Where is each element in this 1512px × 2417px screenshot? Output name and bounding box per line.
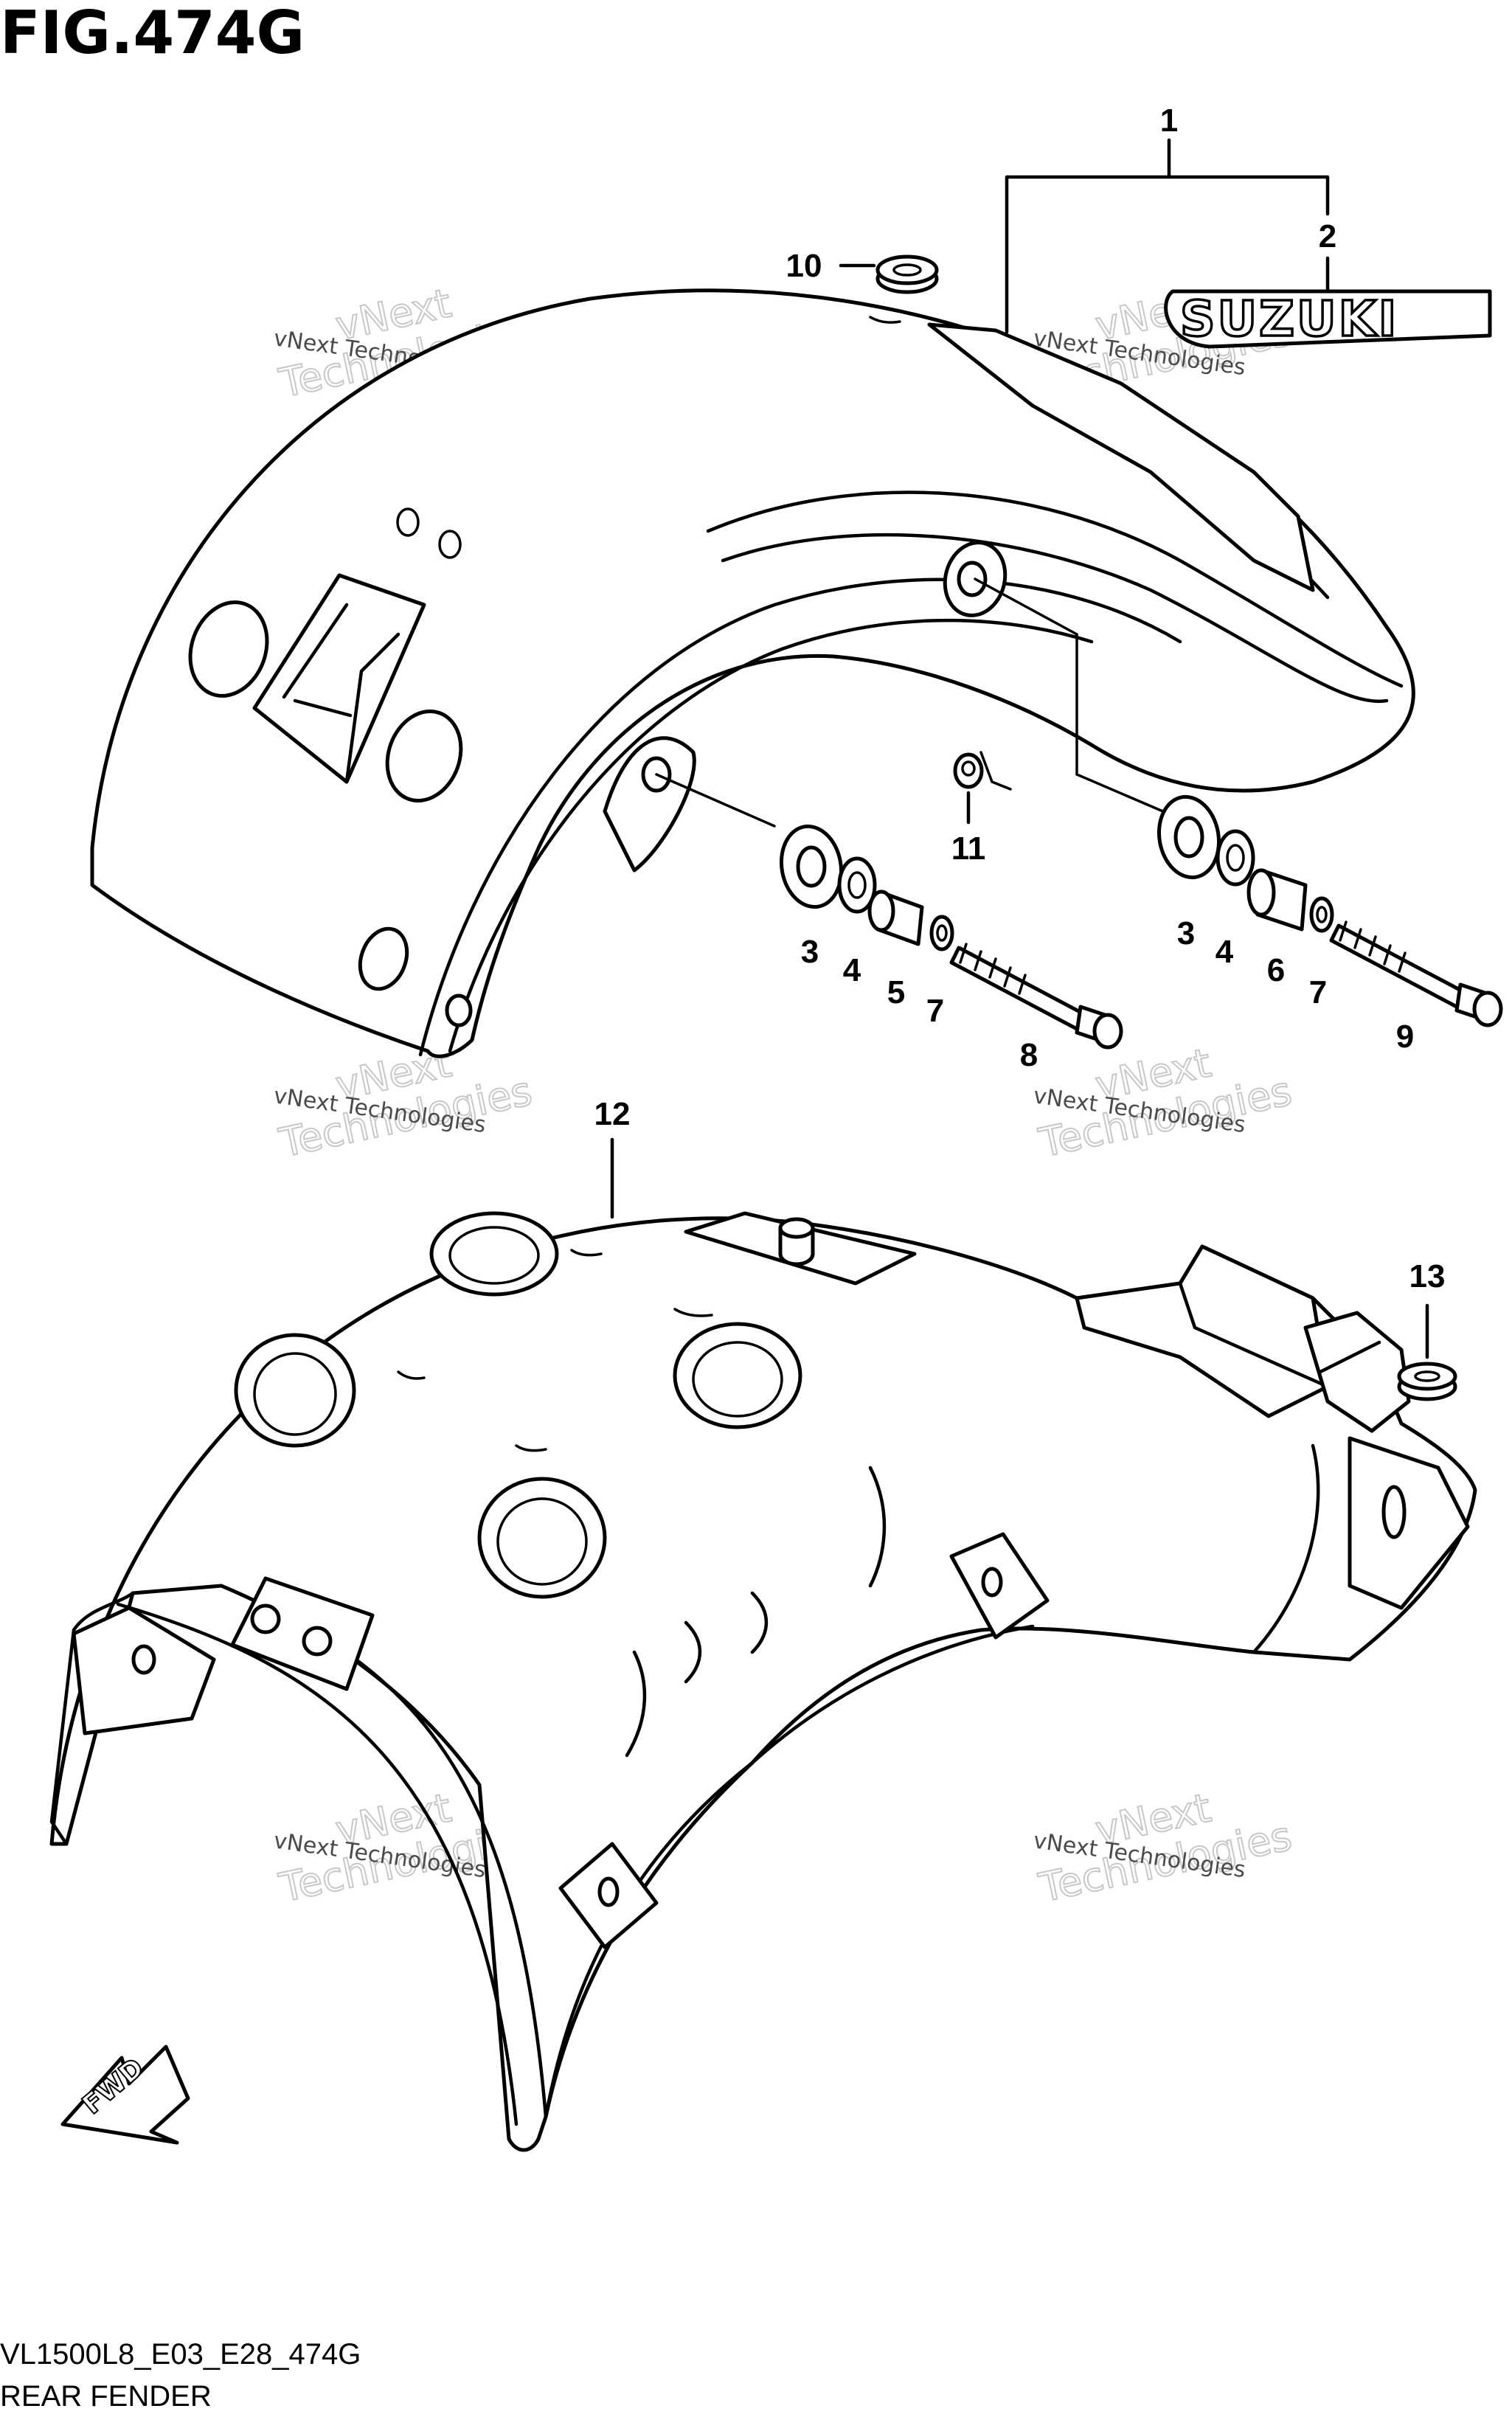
callout-9: 9 — [1396, 1019, 1414, 1055]
emblem-text: SUZUKI — [1180, 291, 1398, 347]
grommet-13 — [1397, 1362, 1457, 1401]
callout-1: 1 — [1160, 103, 1178, 139]
callout-5: 5 — [887, 974, 905, 1010]
washer-7-right — [1309, 896, 1334, 933]
collar-5 — [867, 890, 924, 946]
callout-12: 12 — [594, 1096, 631, 1132]
callout-4-right: 4 — [1216, 934, 1234, 970]
figure-name: REAR FENDER — [0, 2380, 212, 2413]
figure-code: VL1500L8_E03_E28_474G — [0, 2338, 361, 2371]
spacer-3-right — [1156, 794, 1221, 880]
bolt-9 — [1329, 920, 1503, 1027]
callout-13: 13 — [1409, 1258, 1446, 1294]
callout-7-left: 7 — [926, 993, 944, 1029]
callout-3-left: 3 — [801, 934, 819, 970]
callout-6: 6 — [1267, 952, 1285, 988]
washer-4-left — [837, 856, 877, 914]
suzuki-emblem: SUZUKI — [1164, 289, 1492, 349]
washer-4-right — [1216, 829, 1255, 887]
nut-11 — [953, 752, 984, 789]
callout-2: 2 — [1319, 218, 1336, 254]
callout-8: 8 — [1020, 1037, 1038, 1073]
inner-fender-lower — [49, 1211, 1477, 2152]
callout-11: 11 — [951, 830, 986, 867]
washer-7-left — [929, 915, 954, 951]
callout-10: 10 — [786, 248, 822, 284]
bolt-8 — [949, 943, 1123, 1050]
collar-6 — [1246, 868, 1308, 932]
callout-3-right: 3 — [1177, 915, 1195, 951]
rear-fender-upper — [90, 288, 1415, 1058]
figure-title: FIG.474G — [0, 0, 305, 67]
callout-4-left: 4 — [843, 952, 861, 988]
grommet-10 — [875, 254, 939, 294]
fwd-arrow-icon: FWD — [60, 2045, 190, 2145]
callout-7-right: 7 — [1309, 974, 1327, 1010]
spacer-3-left — [779, 824, 844, 909]
